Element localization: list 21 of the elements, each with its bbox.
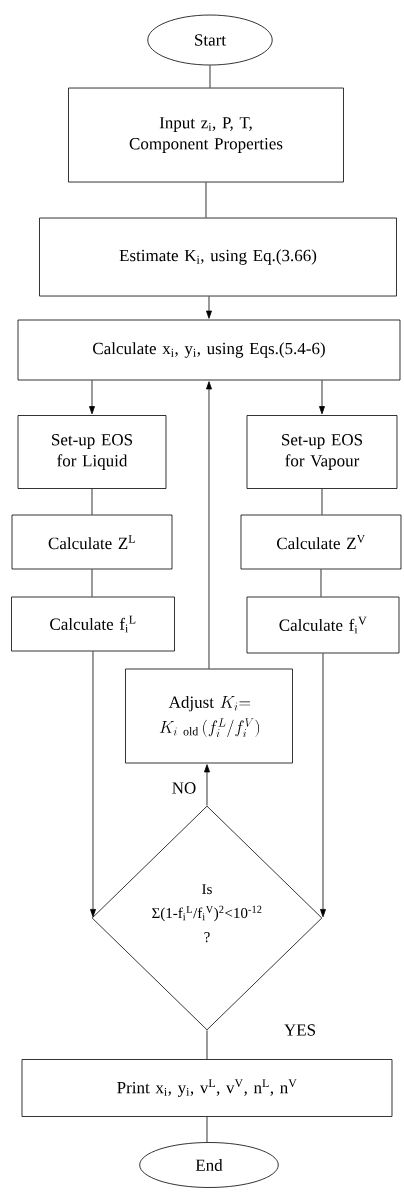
arrow <box>90 651 96 918</box>
process-box: $\begin{array}{c}\mathrm{Adjust}\ K_{i}{=}\\[4pt] K_{i\ \mathrm{old}}\,(f_{i}^{L}/f_{i}^{V})\end{array}$ <box>125 668 293 764</box>
arrow <box>320 653 326 918</box>
arrow <box>206 381 212 669</box>
terminal-oval: Start <box>147 14 273 66</box>
process-box: Calculate f$_{i}$L <box>11 596 175 652</box>
process-box: Estimate K$_{i}$, using Eq.(3.66) <box>39 217 397 297</box>
process-box: Print x$_{i}$, y$_{i}$, v$^{L}$, v$^{V}$, n$^{L}$, n$^{V}$ <box>21 1059 393 1117</box>
edge-label: NO <box>170 781 198 795</box>
terminal-oval: End <box>139 1142 279 1188</box>
process-box: Calculate x$_{i}$, y$_{i}$, using Eqs.(5.4-6) <box>17 319 401 381</box>
arrow <box>319 380 325 415</box>
arrow <box>204 764 210 806</box>
process-box: Calculate f$_{i}$V <box>246 596 400 654</box>
process-box: Input z$_{i}$, P, T, Component Properties <box>68 87 344 183</box>
arrow <box>89 380 95 415</box>
process-box: Set-up EOS for Liquid <box>17 415 167 489</box>
arrow <box>206 296 212 319</box>
process-box: Set-up EOS for Vapour <box>246 415 398 489</box>
process-box: Calculate Z$^{V}$ <box>240 514 402 570</box>
process-box: Calculate Z$^{L}$ <box>11 514 173 570</box>
